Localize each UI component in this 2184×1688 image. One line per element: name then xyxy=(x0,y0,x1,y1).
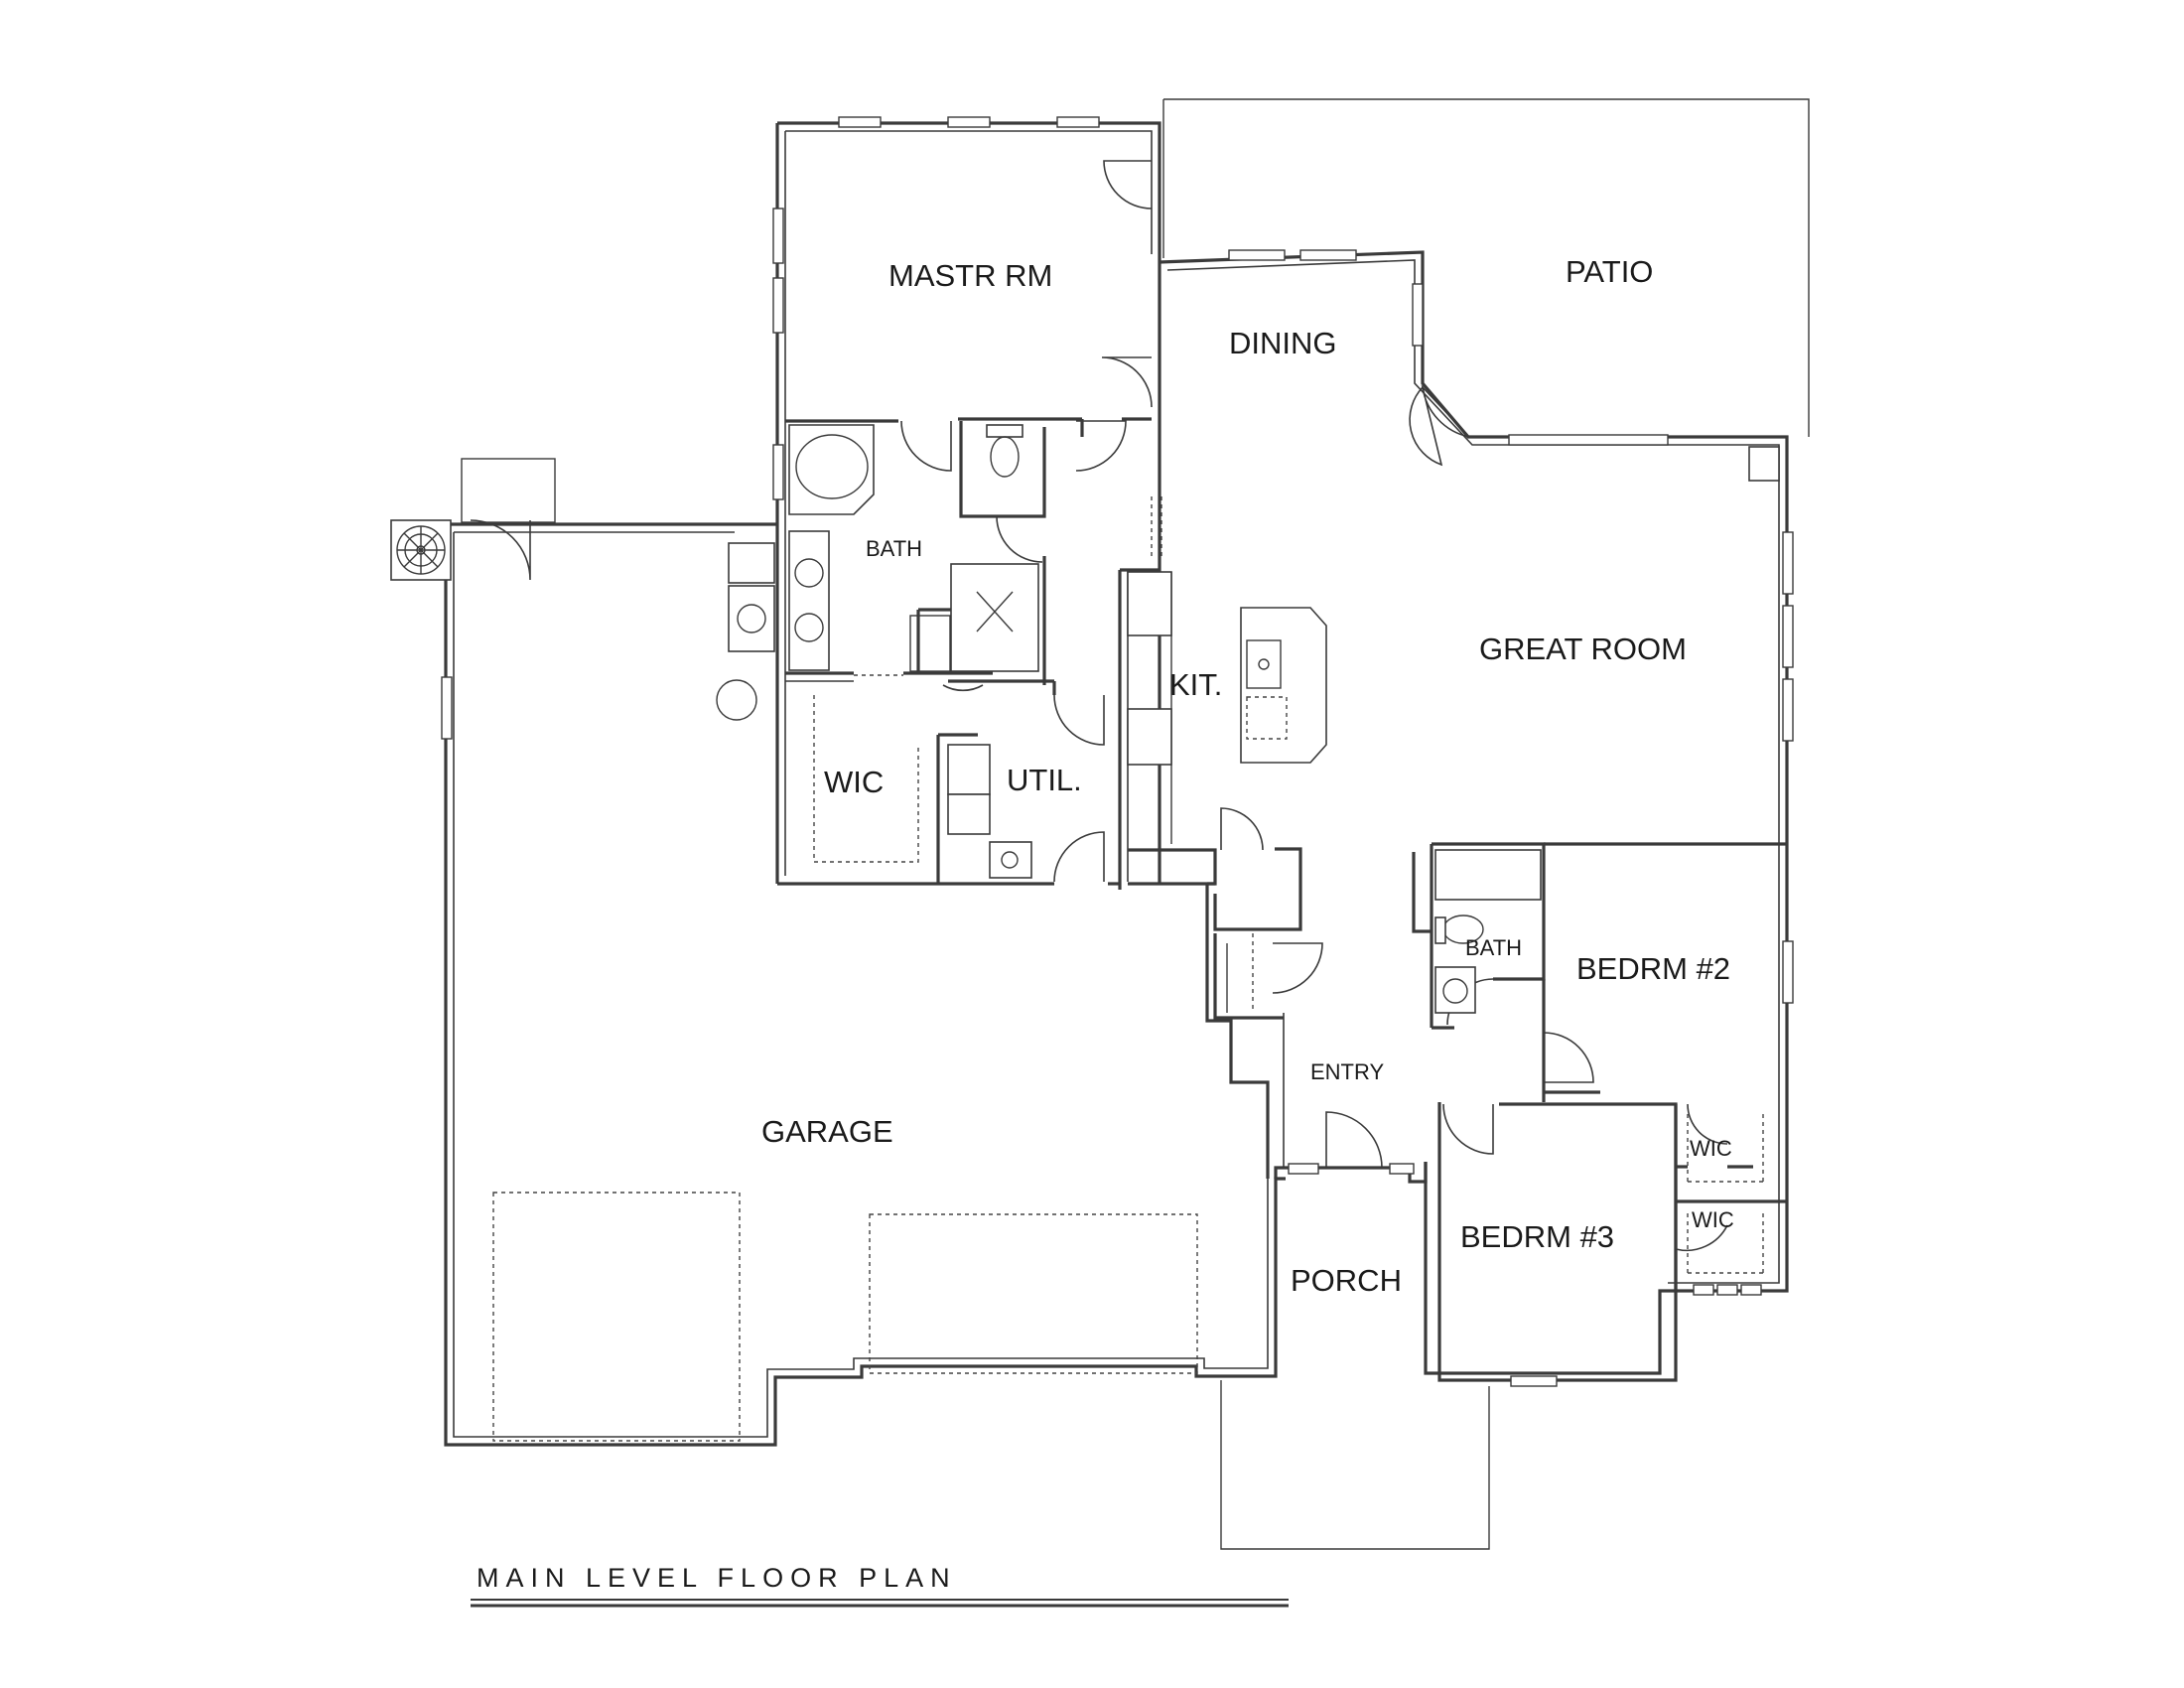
dryer xyxy=(947,744,991,795)
washer xyxy=(947,793,991,835)
door-swing-icon xyxy=(1053,694,1105,746)
range xyxy=(1127,708,1172,766)
door-swing-icon xyxy=(1101,356,1153,408)
patio-area xyxy=(1162,98,1810,437)
window-icon xyxy=(1510,1375,1558,1387)
door-swing-icon xyxy=(1075,420,1127,472)
window-icon xyxy=(947,116,991,128)
bathtub xyxy=(788,424,875,515)
door-swing-icon xyxy=(1053,831,1105,883)
label-patio: PATIO xyxy=(1566,254,1653,289)
label-master-bath: BATH xyxy=(866,536,922,561)
door-swing-icon xyxy=(942,684,984,692)
label-utility: UTIL. xyxy=(1007,763,1082,797)
toilet-tank xyxy=(986,424,1024,438)
interior-walls xyxy=(777,417,1787,1382)
window-icon xyxy=(1508,434,1669,446)
window-icon xyxy=(1782,531,1794,595)
door-swing-icon xyxy=(1272,942,1323,994)
door-swing-icon xyxy=(900,420,952,472)
label-master-room: MASTR RM xyxy=(888,258,1052,293)
label-kitchen: KIT. xyxy=(1169,667,1222,702)
door-swing-icon xyxy=(1325,1111,1383,1169)
bath-sink xyxy=(1434,966,1476,1014)
bathtub xyxy=(1434,849,1542,901)
fireplace xyxy=(1748,446,1780,482)
label-garage: GARAGE xyxy=(761,1114,893,1149)
door-swing-icon xyxy=(1442,1103,1494,1155)
window-icon xyxy=(838,116,882,128)
window-icon xyxy=(772,277,784,334)
label-wic-bedroom-3: WIC xyxy=(1692,1207,1734,1232)
label-great-room: GREAT ROOM xyxy=(1479,632,1687,666)
utility-sink xyxy=(989,841,1032,879)
window-icon xyxy=(1056,116,1100,128)
water-heater xyxy=(716,679,757,721)
window-icon xyxy=(1740,1284,1762,1296)
fan-unit-icon xyxy=(390,519,452,581)
fixtures xyxy=(390,424,1780,1014)
window-icon xyxy=(1228,249,1286,261)
label-master-wic: WIC xyxy=(824,765,884,799)
window-icon xyxy=(1716,1284,1738,1296)
shower xyxy=(950,563,1039,672)
door-swing-icon xyxy=(470,519,531,581)
label-bedroom-3: BEDRM #3 xyxy=(1460,1219,1614,1254)
label-entry: ENTRY xyxy=(1310,1059,1384,1084)
door-swing-icon xyxy=(1687,1103,1728,1145)
dashed-lines xyxy=(492,496,1254,1442)
plan-title: MAIN LEVEL FLOOR PLAN xyxy=(477,1563,957,1593)
room-labels: MASTR RM PATIO DINING BATH GREAT ROOM KI… xyxy=(761,254,1734,1298)
window-icon xyxy=(441,676,453,740)
window-icon xyxy=(1389,1163,1415,1175)
kitchen-island xyxy=(1240,607,1327,764)
garage-side-door-stoop xyxy=(461,458,556,523)
label-porch: PORCH xyxy=(1291,1263,1402,1298)
window-icon xyxy=(1782,678,1794,742)
door-swing-icon xyxy=(1675,1203,1728,1252)
door-swing-icon xyxy=(1409,384,1472,467)
windows xyxy=(441,116,1794,1387)
laundry-sink xyxy=(728,542,775,584)
window-icon xyxy=(772,208,784,264)
label-dining: DINING xyxy=(1229,326,1337,360)
window-icon xyxy=(1782,605,1794,668)
washer xyxy=(728,585,775,652)
window-icon xyxy=(1693,1284,1714,1296)
label-bedroom-2: BEDRM #2 xyxy=(1576,951,1730,986)
window-icon xyxy=(1412,283,1424,347)
label-hall-bath: BATH xyxy=(1465,935,1522,960)
window-icon xyxy=(772,444,784,500)
vanity xyxy=(788,530,830,671)
label-wic-bedroom-2: WIC xyxy=(1690,1136,1732,1161)
doors xyxy=(470,160,1728,1252)
door-swing-icon xyxy=(996,515,1043,563)
window-icon xyxy=(1782,940,1794,1004)
window-icon xyxy=(1299,249,1357,261)
porch-step xyxy=(1220,1380,1490,1550)
plan-title-block: MAIN LEVEL FLOOR PLAN xyxy=(471,1563,1289,1608)
window-icon xyxy=(1288,1163,1319,1175)
door-swing-icon xyxy=(1220,807,1264,851)
door-swing-icon xyxy=(1543,1032,1594,1083)
refrigerator xyxy=(1127,571,1172,636)
door-swing-icon xyxy=(1103,160,1153,210)
